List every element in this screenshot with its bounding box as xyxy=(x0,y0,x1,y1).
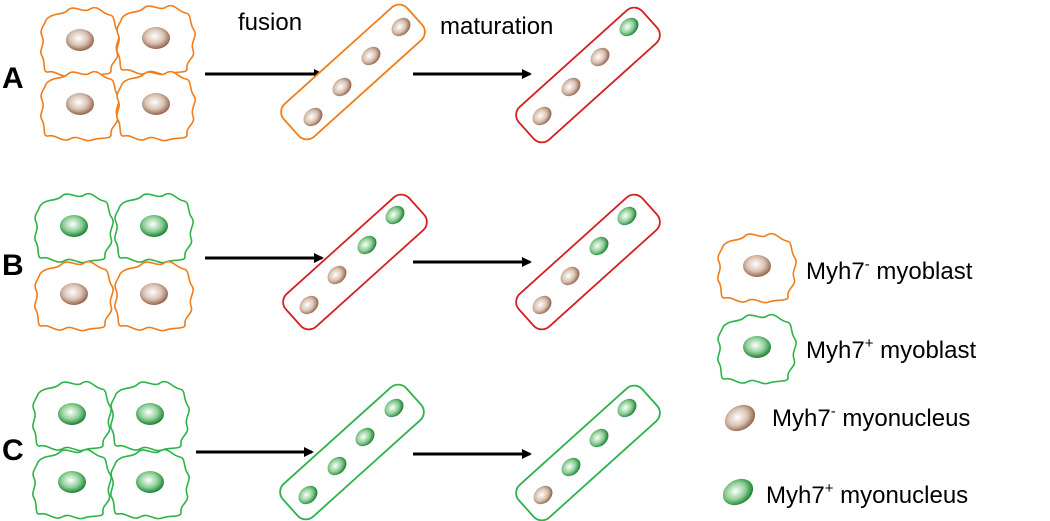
myonucleus-negative xyxy=(299,295,319,315)
myonucleus-negative xyxy=(560,266,580,286)
legend: Myh7- myoblast Myh7+ myoblast Myh7- myon… xyxy=(717,232,976,509)
myonucleus-positive xyxy=(589,428,609,448)
myonucleus-positive xyxy=(384,398,404,418)
legend-label-suffix: myoblast xyxy=(870,258,973,285)
myoblast-negative xyxy=(34,260,114,332)
svg-text:Myh7+ myonucleus: Myh7+ myonucleus xyxy=(766,480,968,509)
myotube-a-fusion xyxy=(280,3,426,141)
myoblast-negative xyxy=(40,6,120,78)
myoblast-negative xyxy=(40,70,120,142)
row-b-myoblast-cluster xyxy=(34,192,194,332)
svg-text:Myh7- myonucleus: Myh7- myonucleus xyxy=(772,403,970,432)
myonucleus-positive xyxy=(327,456,347,476)
myoblast-negative xyxy=(116,70,196,142)
myoblast-positive xyxy=(32,380,112,452)
legend-item-myh7-negative-myonucleus: Myh7- myonucleus xyxy=(724,403,970,432)
svg-text:Myh7+ myoblast: Myh7+ myoblast xyxy=(806,335,976,364)
myoblast-positive xyxy=(34,192,114,264)
myoblast-negative xyxy=(116,4,196,76)
legend-label-prefix: Myh7 xyxy=(806,337,865,364)
row-a-myoblast-cluster xyxy=(40,4,196,142)
legend-item-myh7-negative-myoblast: Myh7- myoblast xyxy=(717,232,973,304)
myonucleus-negative xyxy=(532,106,552,126)
row-c-myoblast-cluster xyxy=(32,380,190,520)
svg-text:Myh7- myoblast: Myh7- myoblast xyxy=(806,256,973,285)
legend-label-suffix: myonucleus xyxy=(833,482,968,509)
myonucleus-negative xyxy=(303,107,323,127)
myonucleus-positive xyxy=(357,235,377,255)
myotube-c-fusion xyxy=(279,383,425,521)
legend-swatch-negative-myonucleus xyxy=(724,404,756,432)
legend-label-sign: - xyxy=(865,256,870,273)
myonucleus-negative xyxy=(391,17,411,37)
myonucleus-positive xyxy=(617,398,637,418)
row-label-b: B xyxy=(2,249,24,282)
legend-item-myh7-positive-myonucleus: Myh7+ myonucleus xyxy=(722,478,968,509)
myonucleus-negative xyxy=(327,265,347,285)
legend-label-prefix: Myh7 xyxy=(806,258,865,285)
legend-label-suffix: myonucleus xyxy=(836,405,971,432)
legend-swatch-positive-myonucleus xyxy=(722,478,754,506)
row-label-a: A xyxy=(2,62,24,95)
legend-label-prefix: Myh7 xyxy=(772,405,831,432)
myotube-c-maturation xyxy=(515,384,661,521)
myoblast-positive xyxy=(114,192,194,264)
myoblast-negative xyxy=(114,260,194,332)
legend-label-sign: + xyxy=(865,335,874,352)
myonucleus-negative xyxy=(533,485,553,505)
legend-label-prefix: Myh7 xyxy=(766,482,825,509)
legend-swatch-positive-myoblast xyxy=(717,313,797,385)
myotube-b-maturation xyxy=(515,193,661,331)
legend-label-sign: - xyxy=(831,403,836,420)
myotube-a-maturation xyxy=(515,6,661,144)
myonucleus-negative xyxy=(532,295,552,315)
legend-swatch-negative-myoblast xyxy=(717,232,797,304)
myonucleus-positive xyxy=(589,236,609,256)
myonucleus-negative xyxy=(590,47,610,67)
maturation-label: maturation xyxy=(440,13,553,40)
fusion-label: fusion xyxy=(238,9,302,36)
myonucleus-negative xyxy=(332,77,352,97)
myoblast-positive xyxy=(110,380,190,452)
legend-item-myh7-positive-myoblast: Myh7+ myoblast xyxy=(717,313,976,385)
myonucleus-positive xyxy=(617,206,637,226)
myonucleus-positive xyxy=(385,205,405,225)
myonucleus-positive xyxy=(298,485,318,505)
legend-label-suffix: myoblast xyxy=(873,337,976,364)
myonucleus-negative xyxy=(561,77,581,97)
myonucleus-positive xyxy=(619,17,639,37)
myotube-b-fusion xyxy=(282,193,428,331)
row-label-c: C xyxy=(2,434,24,467)
myonucleus-positive xyxy=(355,427,375,447)
myonucleus-positive xyxy=(561,457,581,477)
legend-label-sign: + xyxy=(825,480,834,497)
myonucleus-negative xyxy=(361,46,381,66)
myoblast-positive xyxy=(110,448,190,520)
myoblast-positive xyxy=(32,448,112,520)
